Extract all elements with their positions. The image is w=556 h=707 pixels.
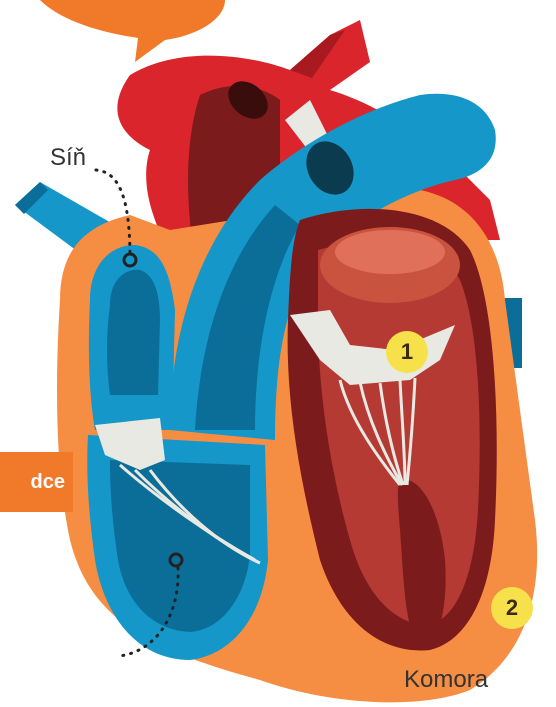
side-tab: dce <box>0 452 73 512</box>
atrium-label: Síň <box>50 146 86 170</box>
side-tab-text: dce <box>31 471 65 494</box>
marker-2-badge: 2 <box>491 587 533 629</box>
ventricle-label: Komora <box>404 668 488 692</box>
marker-1-badge: 1 <box>386 331 428 373</box>
speech-bubble <box>40 0 225 62</box>
